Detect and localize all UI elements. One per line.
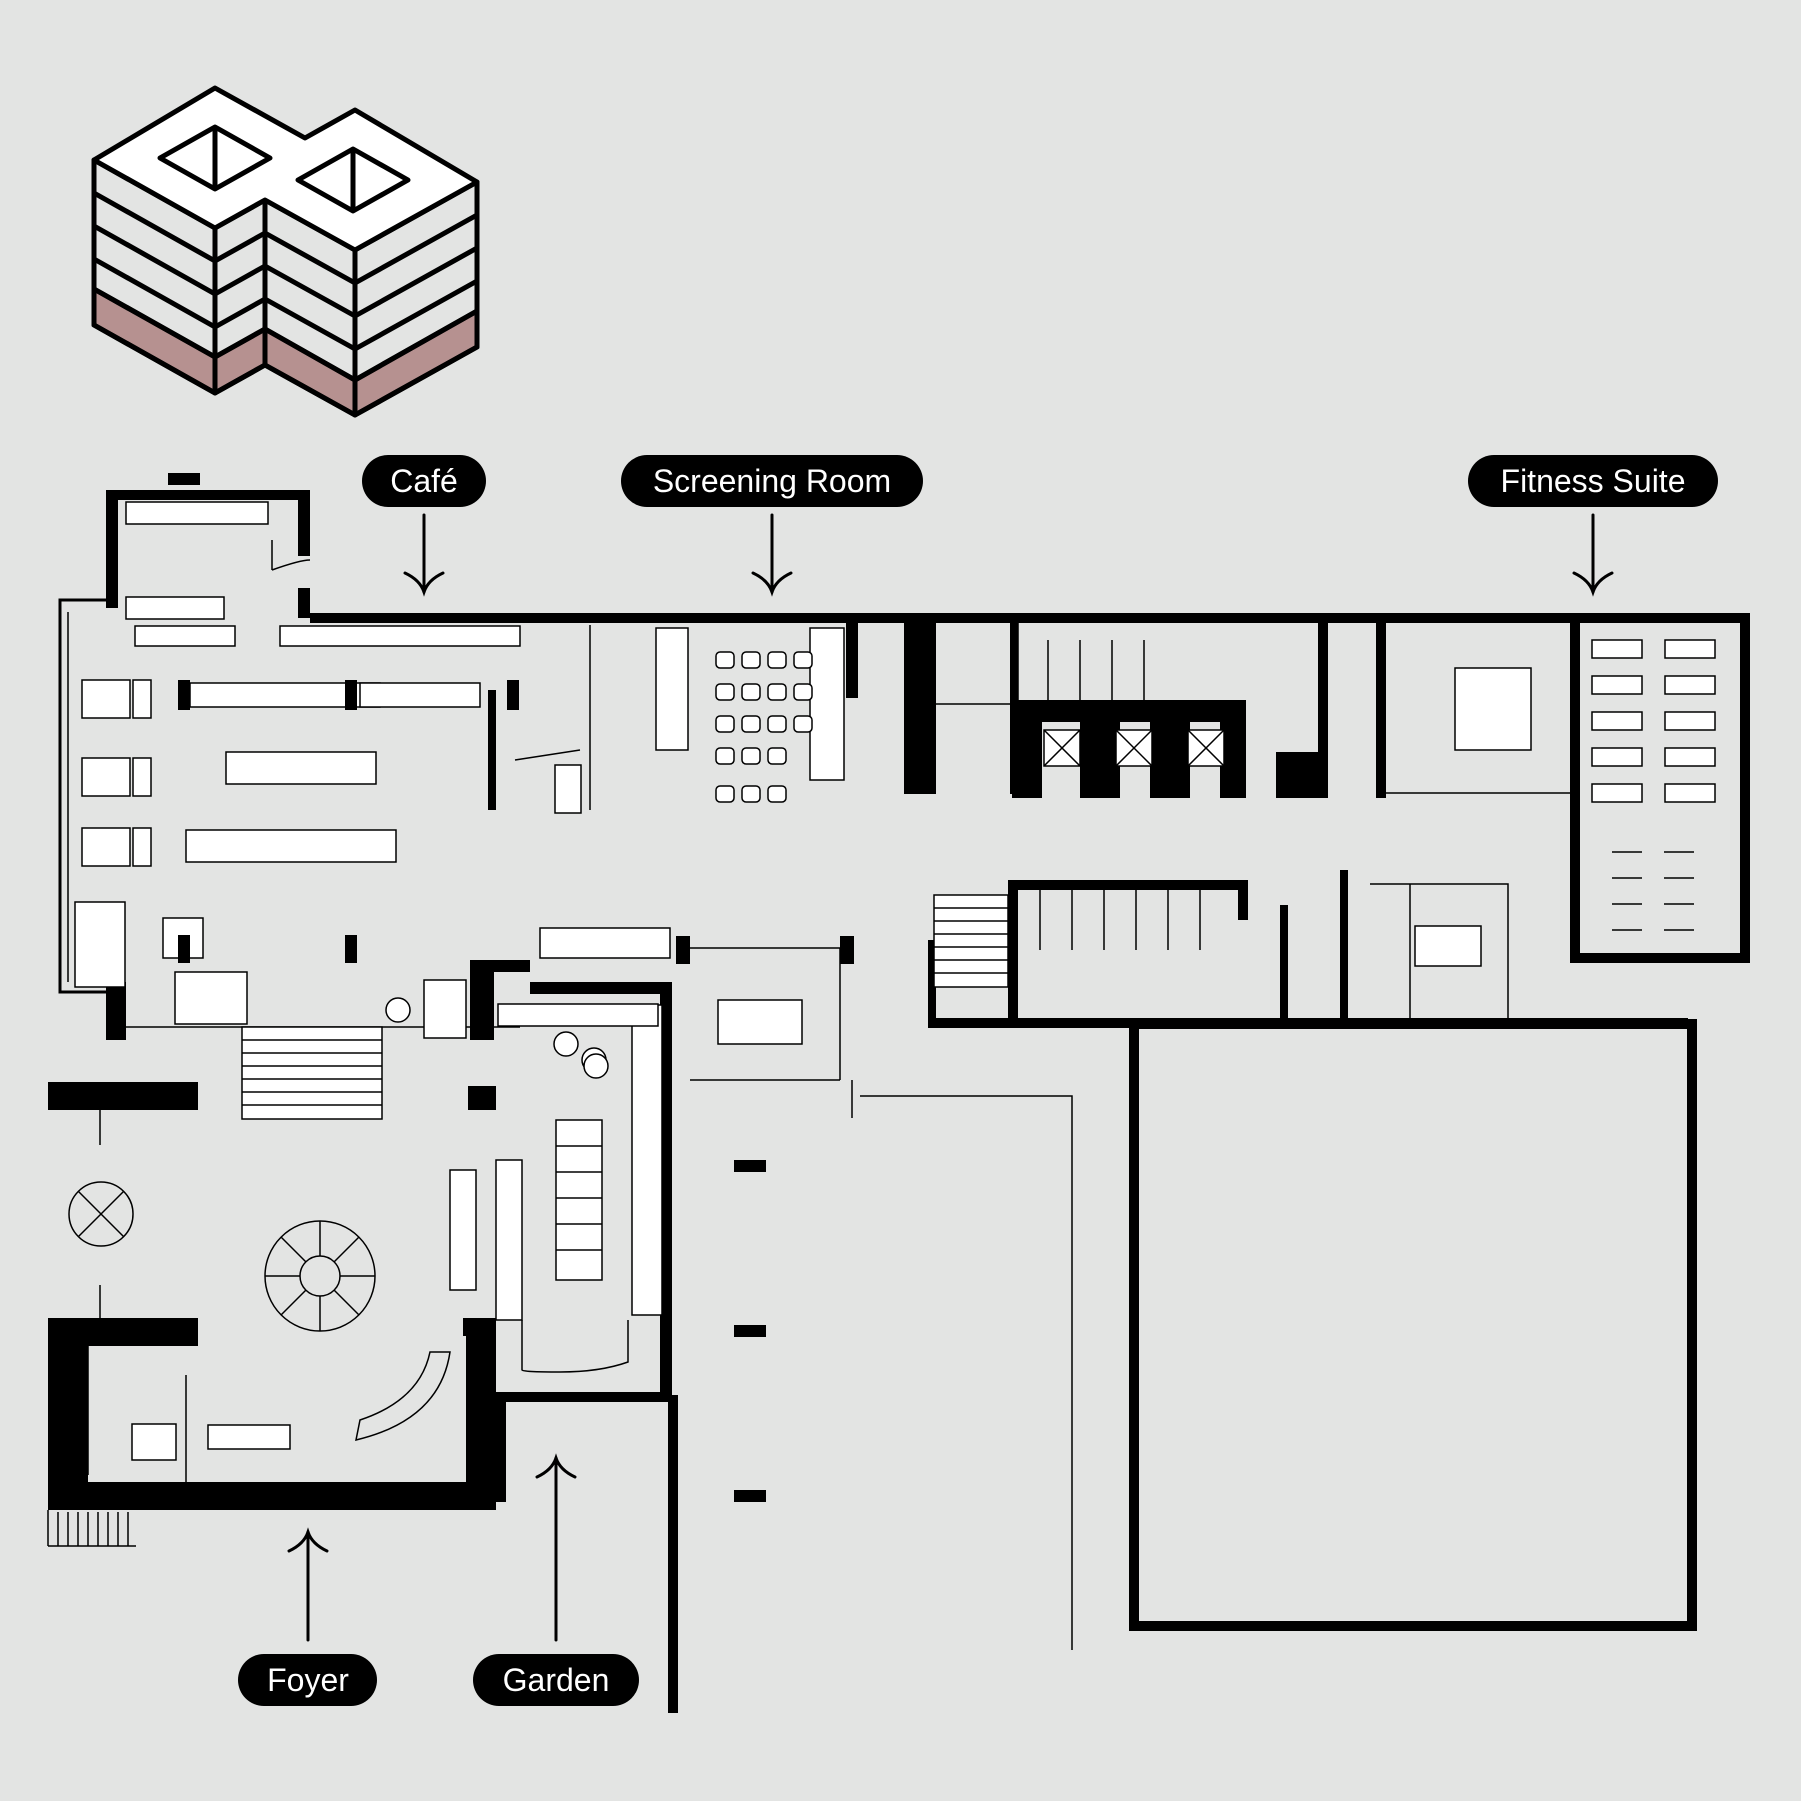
cafe-stair [125,979,520,1120]
svg-text:Garden: Garden [503,1662,610,1698]
foyer [47,1082,496,1547]
core-lifts [928,618,1328,798]
label-foyer: Foyer [238,1654,377,1706]
garden-lounge [449,927,678,1713]
cafe-kitchen [106,473,311,620]
arrow-down-icon [1572,513,1614,597]
arrow-down-icon [403,513,445,597]
fitness-suite [1591,639,1716,803]
arrow-down-icon [751,513,793,597]
cafe-seating [74,679,397,1025]
meeting-room-north [1376,618,1570,798]
label-fitness-suite: Fitness Suite [1468,455,1718,507]
isometric-building-icon [91,85,480,418]
courtyard [1129,1019,1697,1631]
meeting-room-south [1370,883,1509,1018]
label-screening-room: Screening Room [621,455,923,507]
corridor [676,936,1073,1650]
svg-text:Fitness Suite: Fitness Suite [1501,463,1686,499]
svg-text:Screening Room: Screening Room [653,463,891,499]
svg-text:Foyer: Foyer [267,1662,349,1698]
label-cafe: Café [362,455,486,507]
label-garden: Garden [473,1654,639,1706]
svg-text:Café: Café [390,463,458,499]
screening-room [655,618,928,803]
floor-plan [47,473,1750,1713]
arrow-up-icon [535,1453,577,1642]
fitness-bikes [1612,851,1694,931]
arrow-up-icon [287,1527,329,1642]
